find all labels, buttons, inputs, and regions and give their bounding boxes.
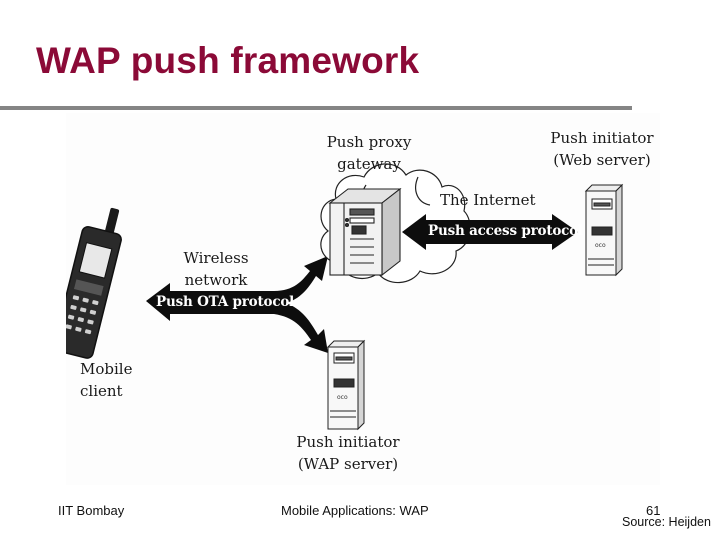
footer-institution: IIT Bombay bbox=[58, 503, 125, 518]
label-line: network bbox=[184, 271, 248, 289]
mobile-client-label: Mobile client bbox=[80, 358, 132, 402]
label-line: Mobile bbox=[80, 360, 133, 378]
push-access-arrow bbox=[402, 214, 578, 250]
label-line: (Web server) bbox=[553, 151, 651, 169]
svg-text:oco: oco bbox=[595, 242, 606, 249]
label-line: Push initiator bbox=[296, 433, 400, 451]
wireless-network-label: Wireless network bbox=[176, 247, 256, 291]
label-line: gateway bbox=[337, 155, 401, 173]
label-line: Push initiator bbox=[550, 129, 654, 147]
footer-source: Source: Heijden bbox=[622, 515, 711, 529]
label-line: (WAP server) bbox=[297, 455, 399, 473]
footer-course: Mobile Applications: WAP bbox=[281, 503, 429, 518]
server-tower-icon bbox=[328, 187, 402, 277]
desktop-tower-icon: oco bbox=[584, 183, 624, 277]
push-ota-protocol-label: Push OTA protocol bbox=[156, 294, 295, 310]
wap-server-label: Push initiator (WAP server) bbox=[292, 431, 404, 475]
push-ota-arrow bbox=[146, 256, 328, 353]
wap-push-diagram: oco oco Push proxy gateway Push initiato… bbox=[66, 113, 660, 485]
diagram-canvas: oco oco bbox=[66, 163, 624, 431]
label-line: Push proxy bbox=[326, 133, 412, 151]
label-line: client bbox=[80, 382, 123, 400]
push-access-protocol-label: Push access protocol bbox=[428, 223, 583, 239]
internet-label: The Internet bbox=[440, 191, 536, 209]
slide-title: WAP push framework bbox=[36, 40, 420, 81]
mobile-phone-icon bbox=[66, 207, 122, 359]
push-proxy-gateway-label: Push proxy gateway bbox=[314, 131, 424, 175]
desktop-tower-icon: oco bbox=[326, 339, 366, 431]
page-number: 61 bbox=[646, 503, 661, 518]
title-divider bbox=[0, 106, 632, 110]
label-line: Wireless bbox=[183, 249, 249, 267]
web-server-label: Push initiator (Web server) bbox=[546, 127, 658, 171]
svg-text:oco: oco bbox=[337, 394, 348, 401]
